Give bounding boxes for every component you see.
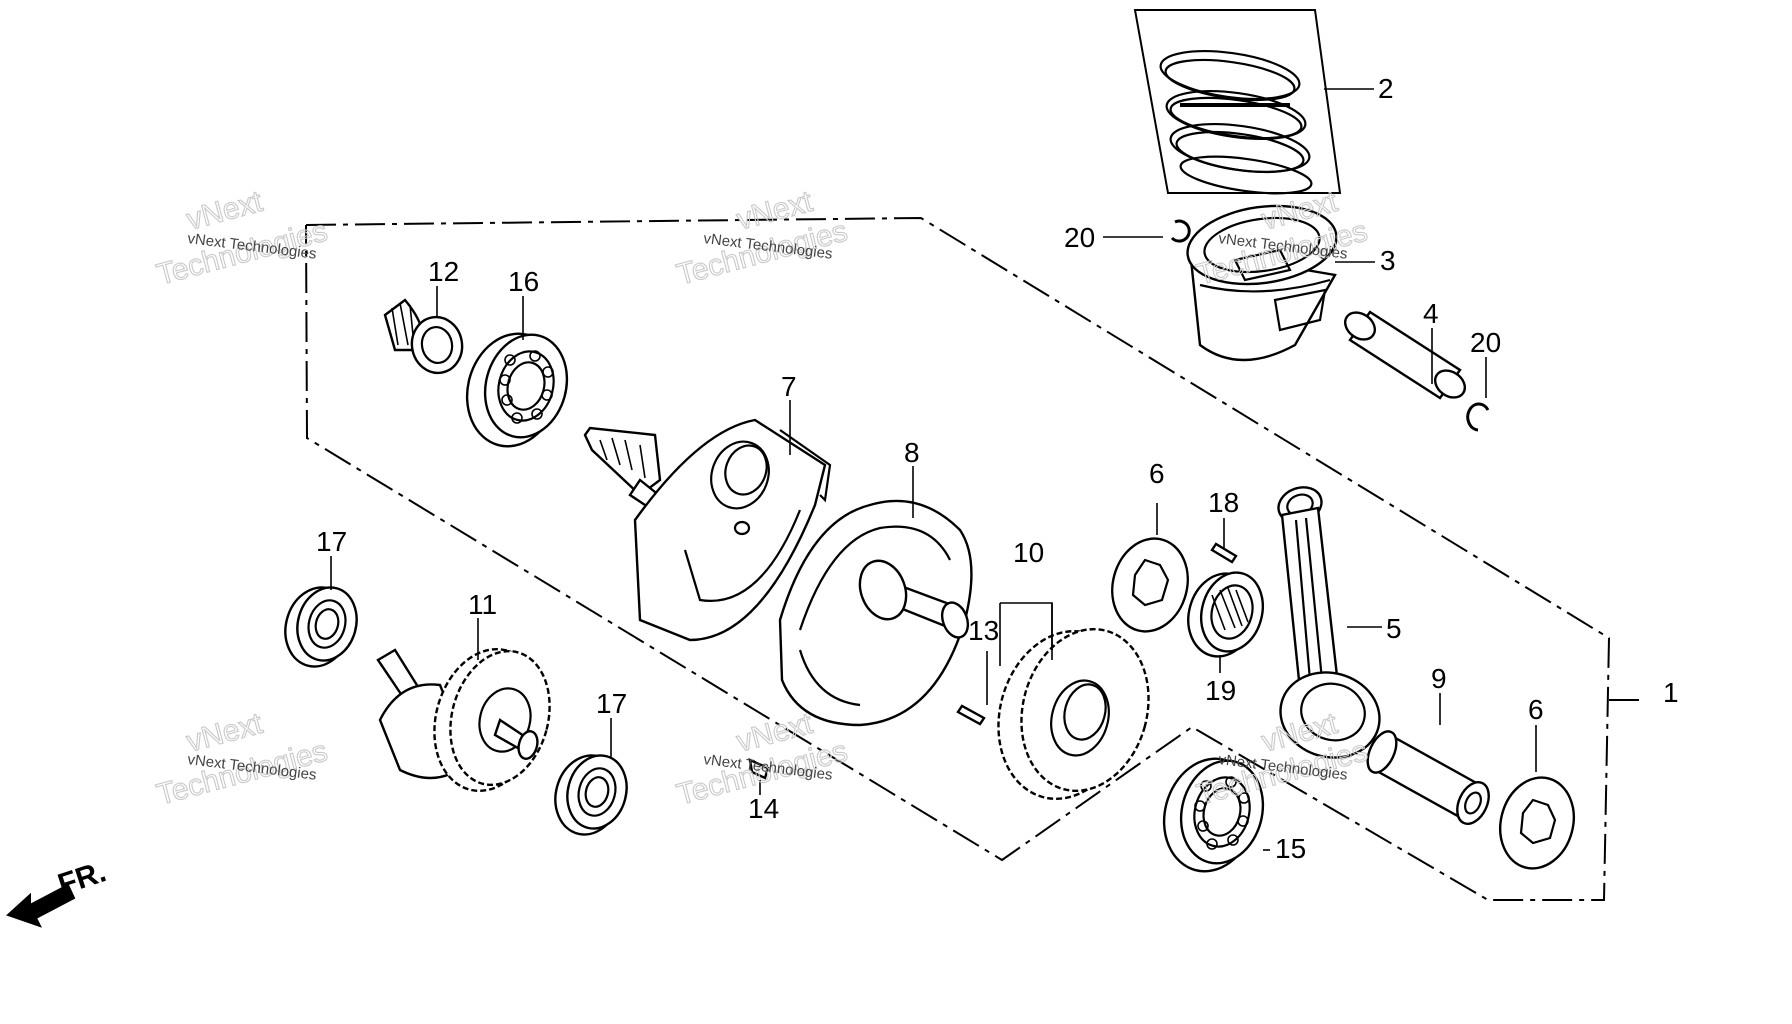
watermark-bottom-left: vNext Technologies vNext Technologies — [153, 706, 332, 812]
piston — [1186, 204, 1338, 362]
callout-15: 15 — [1275, 833, 1306, 864]
crankshaft-right-half — [778, 499, 973, 727]
woodruff-key — [748, 757, 770, 780]
callout-5: 5 — [1386, 613, 1402, 644]
watermark-line1: vNext — [183, 707, 266, 759]
callout-6a: 6 — [1149, 458, 1165, 489]
needle-bearing — [1187, 571, 1264, 658]
part-callouts: 1 2 3 4 5 6 6 7 8 9 10 11 12 13 14 15 16… — [316, 73, 1679, 864]
callout-11: 11 — [468, 589, 497, 620]
balancer-shaft — [376, 647, 551, 793]
thrust-washer-upper — [1111, 537, 1189, 633]
callout-7: 7 — [781, 371, 797, 402]
callout-9: 9 — [1431, 663, 1447, 694]
crankshaft-left-half — [583, 418, 832, 642]
ball-bearing-17-lower — [554, 754, 628, 836]
crank-pin — [1366, 730, 1490, 825]
piston-ring-box — [1133, 9, 1342, 194]
callout-16: 16 — [508, 266, 539, 297]
callout-10: 10 — [1013, 537, 1044, 568]
connecting-rod — [1277, 486, 1381, 759]
crank-pin-dowel — [1210, 542, 1238, 564]
callout-2: 2 — [1378, 73, 1394, 104]
ball-bearing-15 — [1162, 757, 1265, 873]
callout-1: 1 — [1663, 677, 1679, 708]
callout-6b: 6 — [1528, 694, 1544, 725]
watermark-top-left: vNext Technologies vNext Technologies — [153, 184, 332, 292]
watermark-line1: vNext — [183, 185, 266, 237]
callout-17a: 17 — [316, 526, 347, 557]
piston-rings — [1159, 50, 1313, 195]
callout-20a: 20 — [1064, 222, 1095, 253]
ball-bearing-17-upper — [284, 586, 358, 668]
callout-20b: 20 — [1470, 327, 1501, 358]
ball-bearing-16 — [465, 332, 569, 448]
crank-gear — [997, 627, 1150, 801]
callout-19: 19 — [1205, 675, 1236, 706]
callout-3: 3 — [1380, 245, 1396, 276]
callout-17b: 17 — [596, 688, 627, 719]
circlip-right — [1466, 402, 1490, 432]
front-direction-indicator: FR. — [6, 855, 110, 928]
thrust-washer-lower — [1499, 776, 1575, 870]
callout-4: 4 — [1423, 298, 1439, 329]
front-arrow-icon — [6, 883, 76, 928]
circlip-top — [1170, 219, 1191, 243]
callout-8: 8 — [904, 437, 920, 468]
leader-lines — [330, 88, 1537, 851]
watermark-top-center: vNext Technologies vNext Technologies — [673, 184, 852, 292]
dowel-pin-13 — [956, 704, 986, 726]
callout-13: 13 — [968, 615, 999, 646]
callout-12: 12 — [428, 256, 459, 287]
piston-pin — [1343, 310, 1467, 400]
front-label: FR. — [54, 855, 110, 901]
assembly-outline — [305, 9, 1640, 901]
sprocket-collar — [383, 298, 464, 375]
callout-14: 14 — [748, 793, 779, 824]
callout-18: 18 — [1208, 487, 1239, 518]
